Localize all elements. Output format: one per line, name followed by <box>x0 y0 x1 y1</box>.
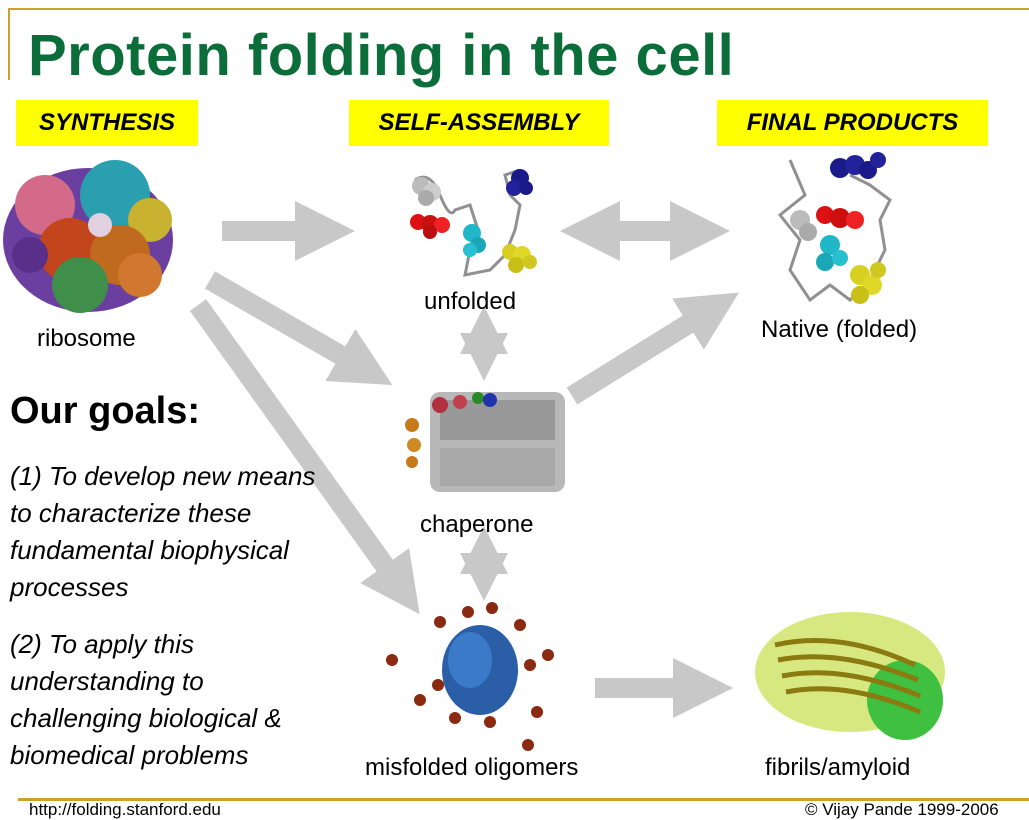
phase-synthesis-label: SYNTHESIS <box>16 100 198 146</box>
chaperone-image <box>405 392 565 492</box>
native-label: Native (folded) <box>761 316 918 343</box>
top-rule <box>8 8 1029 10</box>
unfolded-label: unfolded <box>424 288 517 315</box>
unfolded-protein-image <box>410 168 537 277</box>
ribosome-image <box>3 160 173 313</box>
left-rule <box>8 8 10 80</box>
arrow-ribosome-to-misfolded <box>189 299 420 615</box>
footer-url[interactable]: http://folding.stanford.edu <box>29 800 221 819</box>
misfolded-oligomers-image <box>386 602 554 751</box>
footer-copyright: © Vijay Pande 1999-2006 <box>805 800 999 819</box>
phase-self-assembly-label: SELF-ASSEMBLY <box>349 100 609 146</box>
ribosome-label: ribosome <box>37 325 136 352</box>
fibrils-label: fibrils/amyloid <box>765 754 911 781</box>
goal-1-text: (1) To develop new means to characterize… <box>10 461 316 602</box>
slide-title: Protein folding in the cell <box>28 23 735 88</box>
goal-2-text: (2) To apply this understanding to chall… <box>10 629 282 770</box>
bottom-rule <box>18 798 1029 801</box>
phase-final-products-label: FINAL PRODUCTS <box>717 100 988 146</box>
goals-heading: Our goals: <box>10 390 201 432</box>
arrow-chaperone-to-native <box>566 292 739 405</box>
misfolded-oligomers-label: misfolded oligomers <box>365 754 579 781</box>
fibrils-image <box>755 612 945 740</box>
native-protein-image <box>777 152 892 304</box>
arrow-ribosome-to-chaperone <box>205 271 393 385</box>
chaperone-label: chaperone <box>420 511 534 538</box>
